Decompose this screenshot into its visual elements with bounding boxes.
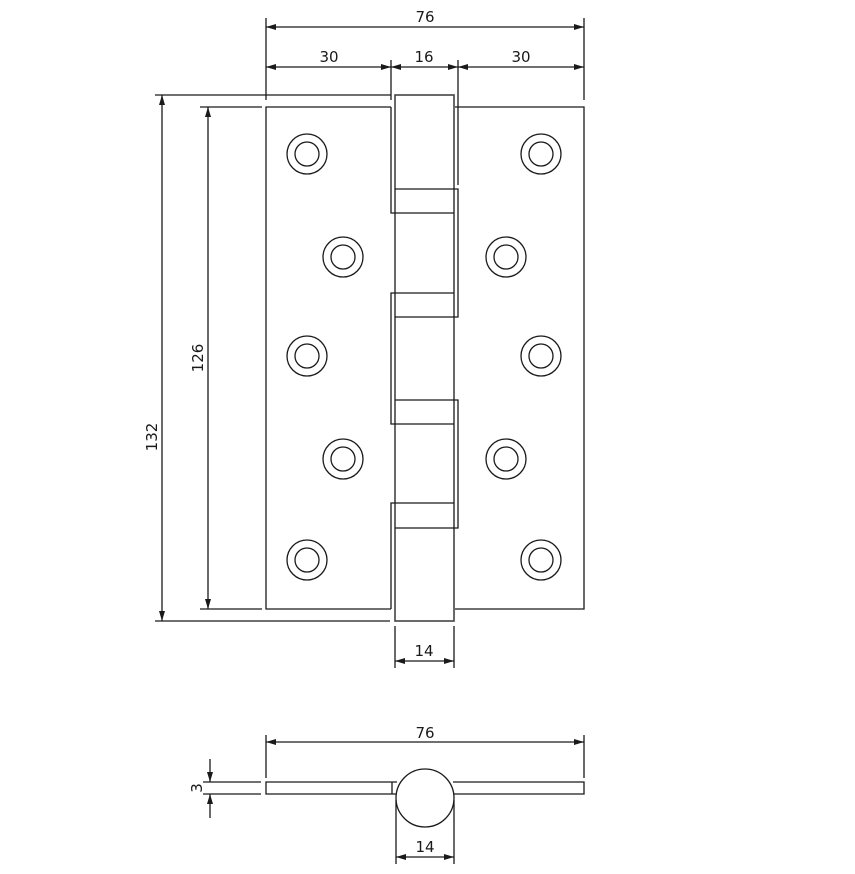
knuckle-segment-2 [395,188,459,318]
dim-label-left-leaf: 30 [319,48,338,66]
right-leaf [455,106,585,610]
knuckle-pin [394,94,455,622]
hole-ring [286,539,328,581]
hole-ring [493,244,519,270]
hole-ring [520,133,562,175]
screw-hole [520,335,562,377]
dim-label-knuckle: 16 [414,48,433,66]
hole-ring [330,244,356,270]
hole-ring [294,343,320,369]
left-leaf-section [265,781,397,795]
screw-holes [286,133,562,581]
dim-label-overall-width: 76 [415,8,434,26]
screw-hole [322,438,364,480]
screw-hole [520,133,562,175]
hole-ring [294,141,320,167]
dim-label-side-knuckle: 14 [415,838,434,856]
screw-hole [286,539,328,581]
hole-ring [322,438,364,480]
screw-hole [485,438,527,480]
dim-label-right-leaf: 30 [511,48,530,66]
hole-ring [520,335,562,377]
dim-label-side-width: 76 [415,724,434,742]
left-leaf [265,106,391,610]
knuckle-segment-3 [390,292,454,425]
screw-hole [520,539,562,581]
hole-ring [528,343,554,369]
dim-label-leaf-height: 126 [189,344,207,373]
knuckle-segment-1 [390,107,454,214]
hole-ring [528,141,554,167]
hole-ring [294,547,320,573]
side-view: 76 3 14 [188,724,585,864]
hole-ring [286,335,328,377]
knuckle-segment-5 [390,502,454,609]
dim-label-overall-height: 132 [143,423,161,452]
screw-hole [322,236,364,278]
knuckle-segment-4 [395,399,459,529]
knuckle-section [395,768,455,828]
right-leaf-section [453,781,585,795]
dim-label-thickness: 3 [188,783,206,793]
hole-ring [485,236,527,278]
screw-hole [485,236,527,278]
screw-hole [286,133,328,175]
hole-ring [528,547,554,573]
hole-ring [493,446,519,472]
hole-ring [520,539,562,581]
hole-ring [330,446,356,472]
hole-ring [286,133,328,175]
front-view: 76 30 16 30 132 126 14 [143,8,585,668]
screw-hole [286,335,328,377]
dim-label-knuckle-diameter: 14 [414,642,433,660]
hole-ring [485,438,527,480]
hole-ring [322,236,364,278]
